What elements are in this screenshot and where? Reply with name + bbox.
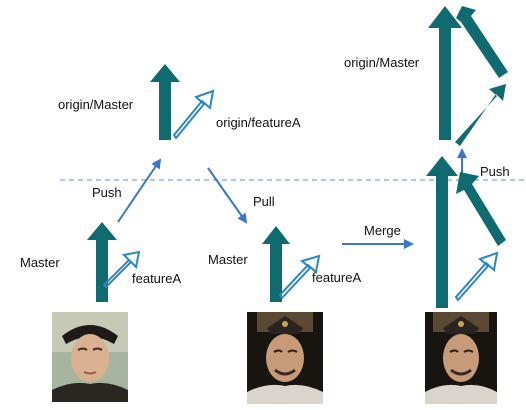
pull-label: Pull bbox=[253, 194, 275, 209]
push-label-right: Push bbox=[480, 164, 510, 179]
origin-featureA-arrow-mid bbox=[172, 89, 215, 140]
master-label-mid: Master bbox=[208, 252, 248, 267]
master-arrow-left bbox=[87, 222, 117, 302]
featureA-arrow-right bbox=[454, 251, 499, 302]
origin-master-arrow-right-upper-diagonal bbox=[456, 6, 508, 78]
featureA-arrow-left bbox=[102, 250, 141, 289]
portrait-young-man bbox=[52, 312, 128, 402]
origin-master-arrow-right-tall bbox=[428, 6, 462, 140]
origin-master-arrow-right-lower-diagonal bbox=[455, 84, 506, 146]
origin-master-arrow-mid bbox=[150, 64, 180, 140]
featureA-label-left: featureA bbox=[132, 271, 182, 286]
master-arrow-right-tall bbox=[426, 156, 458, 308]
master-label-left: Master bbox=[20, 255, 60, 270]
master-arrow-mid bbox=[262, 226, 290, 302]
origin-master-label-right: origin/Master bbox=[344, 55, 420, 70]
portrait-elder-man-middle bbox=[247, 312, 323, 404]
featureA-arrow-mid bbox=[278, 254, 321, 300]
origin-featureA-label-mid: origin/featureA bbox=[216, 115, 301, 130]
merge-label: Merge bbox=[364, 223, 401, 238]
origin-master-label-mid: origin/Master bbox=[58, 97, 134, 112]
push-arrow-left bbox=[117, 158, 162, 223]
pull-arrow bbox=[207, 167, 248, 224]
portrait-elder-man-right bbox=[425, 312, 497, 404]
push-label-left: Push bbox=[92, 185, 122, 200]
featureA-label-mid: featureA bbox=[312, 270, 362, 285]
merge-arrow-right-diagonal bbox=[456, 172, 506, 246]
